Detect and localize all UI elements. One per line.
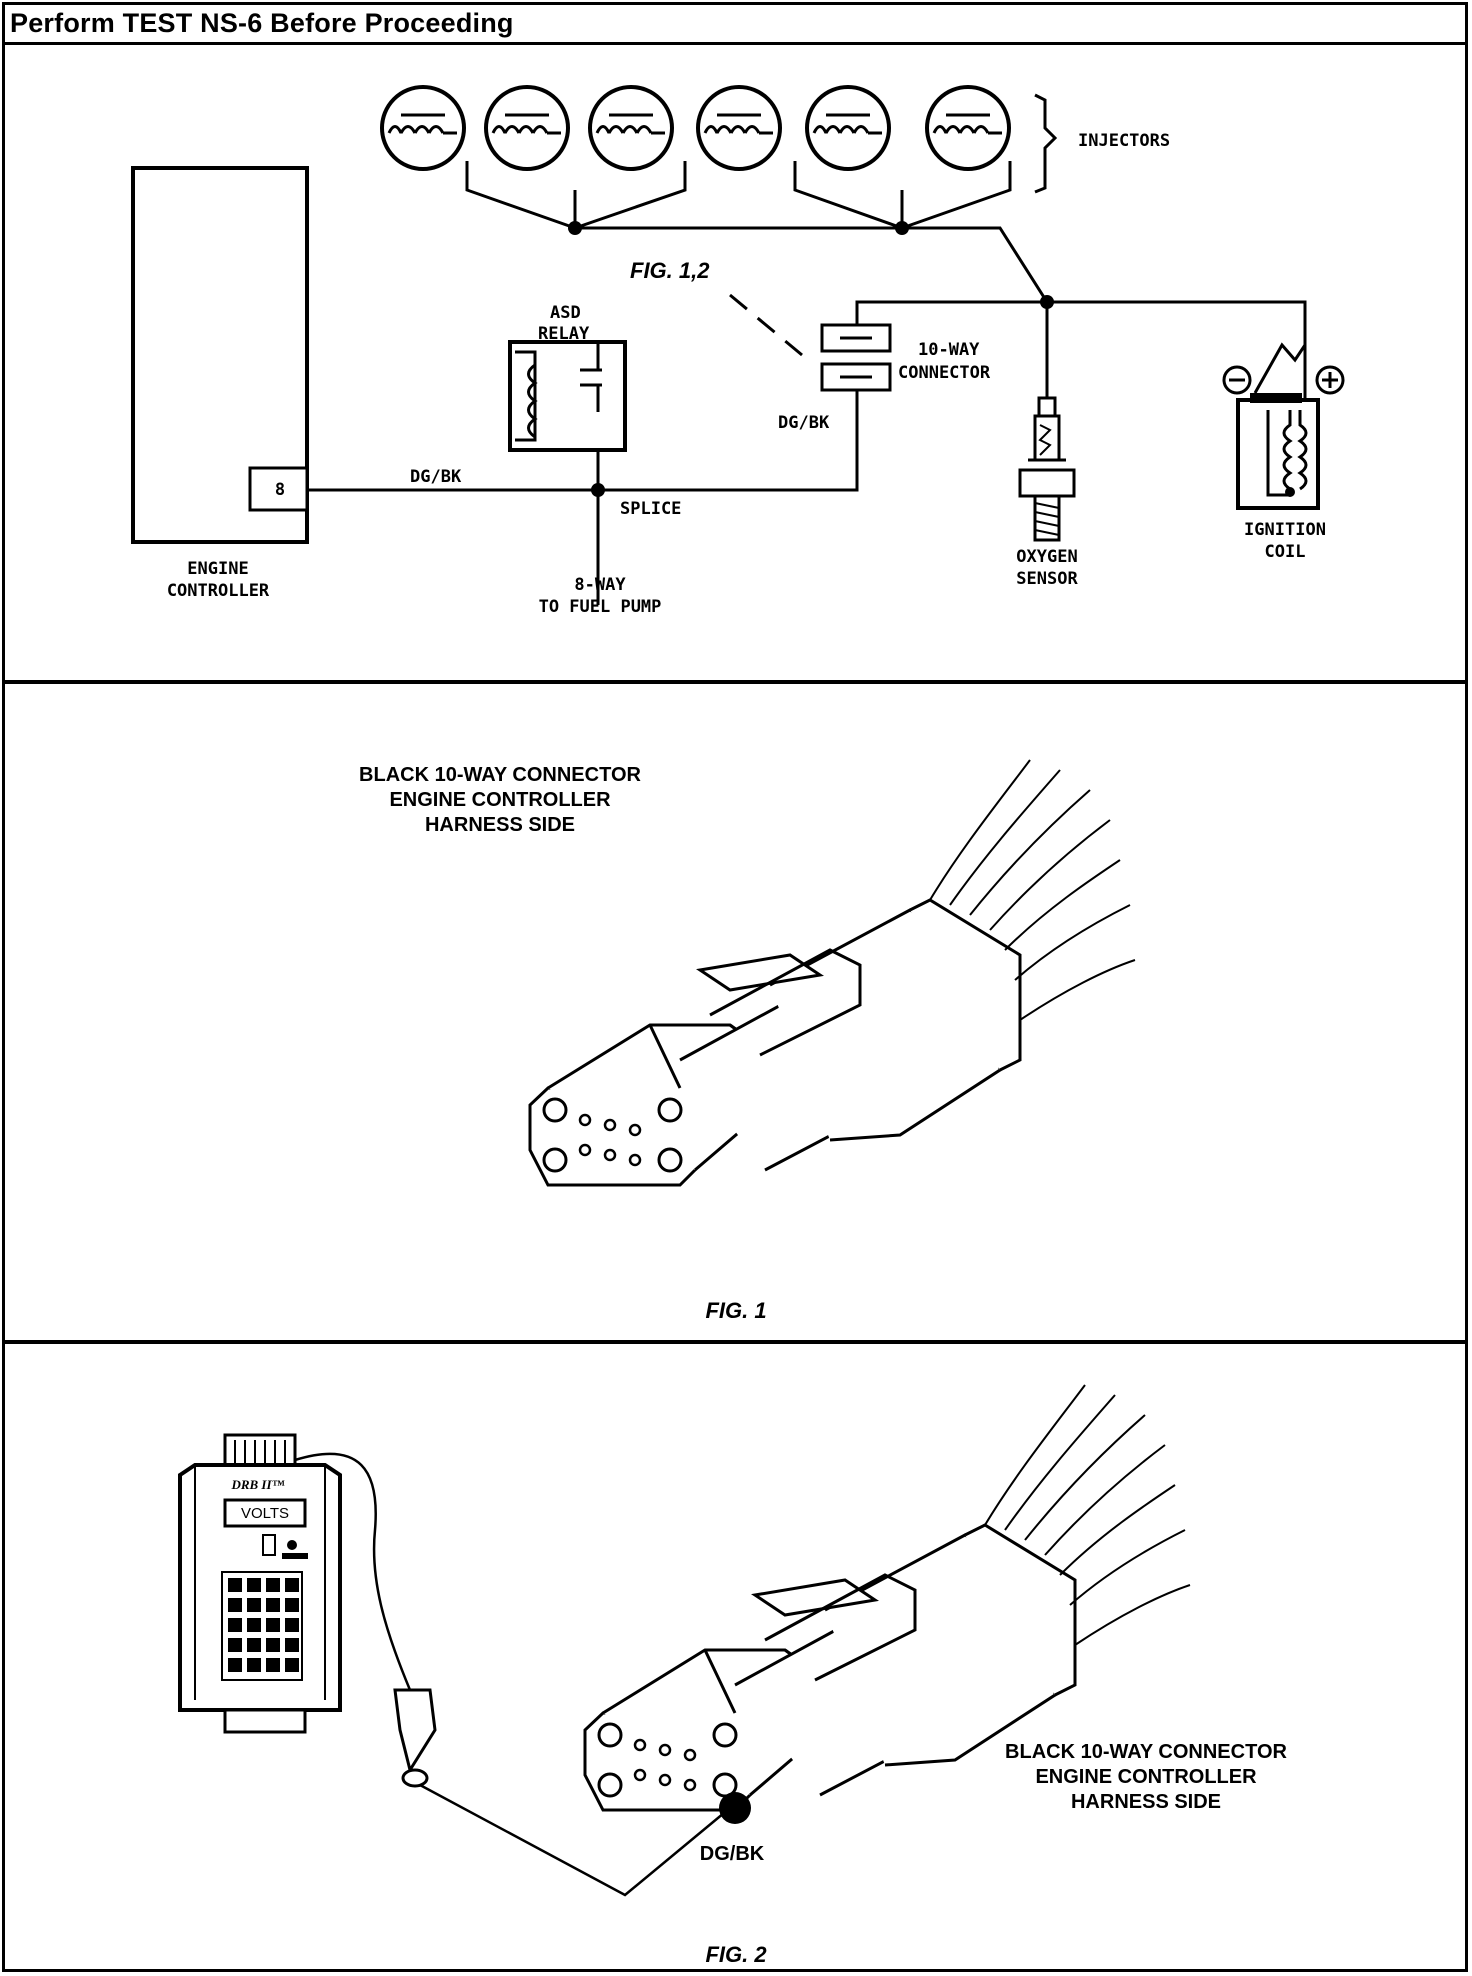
injector-2 (484, 85, 570, 171)
asd-relay-symbol (508, 340, 627, 452)
fig2-caption-line-1: BLACK 10-WAY CONNECTOR (1005, 1741, 1287, 1763)
splice-dot (591, 483, 605, 497)
oxygen-sensor-label-2: SENSOR (1016, 569, 1078, 589)
fig2-label: FIG. 2 (705, 1942, 767, 1967)
ignition-coil-symbol (1222, 340, 1345, 510)
fig-reference-leader (729, 293, 803, 357)
injectors-brace (1034, 93, 1058, 194)
dgbk-pin-highlight (719, 1792, 751, 1824)
injector-1 (380, 85, 466, 171)
junction-injectors-b (895, 221, 909, 235)
asd-relay-label-1: ASD (550, 303, 581, 323)
schematic-wires (307, 161, 1307, 605)
fig-reference-label: FIG. 1,2 (630, 258, 710, 283)
junction-power (1040, 295, 1054, 309)
fig2-wire-label: DG/BK (700, 1843, 765, 1865)
connector-10way-label-2: CONNECTOR (898, 363, 991, 383)
splice-label: SPLICE (620, 499, 681, 519)
injector-3 (588, 85, 674, 171)
fig1-connector-illustration (528, 758, 1137, 1187)
injector-4 (696, 85, 782, 171)
ecu-pin-number: 8 (275, 480, 285, 500)
fuel-pump-label-2: TO FUEL PUMP (539, 597, 662, 617)
junction-injectors-a (568, 221, 582, 235)
fig2-caption-line-3: HARNESS SIDE (1071, 1791, 1221, 1813)
oxygen-sensor-label-1: OXYGEN (1016, 547, 1077, 567)
drb-tester-illustration (178, 1433, 731, 1897)
ignition-coil-label-2: COIL (1265, 542, 1306, 562)
fig2-caption-line-2: ENGINE CONTROLLER (1035, 1766, 1257, 1788)
injectors-group (380, 85, 1011, 171)
injector-5 (805, 85, 891, 171)
connector-10way-symbol (820, 323, 892, 392)
engine-controller-label-1: ENGINE (187, 559, 248, 579)
connector-10way-label-1: 10-WAY (918, 340, 980, 360)
section-divider-2 (2, 1340, 1468, 1344)
fig1-caption-line-3: HARNESS SIDE (425, 814, 575, 836)
page-title: Perform TEST NS-6 Before Proceeding (10, 8, 514, 38)
tester-brand-label: DRB II™ (230, 1477, 284, 1492)
fig1-caption-line-2: ENGINE CONTROLLER (389, 789, 611, 811)
fig1-caption-line-1: BLACK 10-WAY CONNECTOR (359, 764, 641, 786)
asd-relay-label-2: RELAY (538, 324, 590, 344)
wire-dgbk-lower-label: DG/BK (410, 467, 462, 487)
wire-dgbk-upper-label: DG/BK (778, 413, 830, 433)
injector-6 (925, 85, 1011, 171)
engine-controller-box (131, 166, 309, 544)
header-bar: Perform TEST NS-6 Before Proceeding (2, 2, 1468, 45)
injectors-label: INJECTORS (1078, 131, 1170, 151)
fuel-pump-label-1: 8-WAY (574, 575, 626, 595)
oxygen-sensor-symbol (1018, 396, 1076, 542)
section-divider-1 (2, 680, 1468, 684)
ignition-coil-label-1: IGNITION (1244, 520, 1326, 540)
tester-display-text: VOLTS (241, 1505, 289, 1522)
fig1-label: FIG. 1 (705, 1298, 766, 1323)
engine-controller-label-2: CONTROLLER (167, 581, 270, 601)
